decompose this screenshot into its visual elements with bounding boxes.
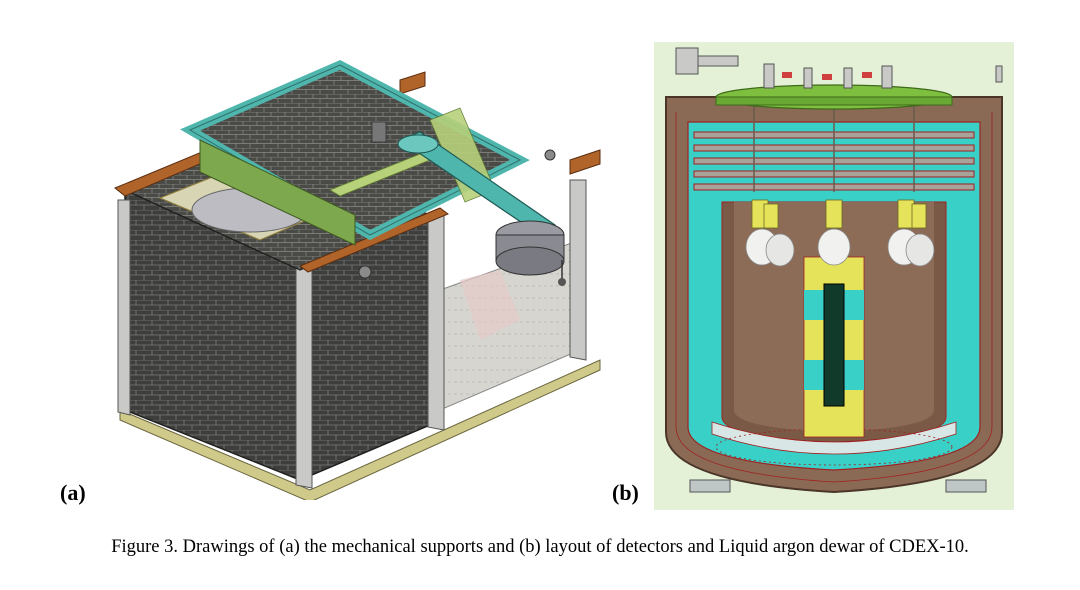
figure-panel-b (654, 42, 1014, 510)
panel-a-label: (a) (60, 480, 86, 505)
dewar-layout-drawing (654, 42, 1014, 510)
figure-panel-a (100, 40, 620, 500)
mechanical-supports-drawing (114, 60, 601, 500)
panel-b-label: (b) (612, 480, 639, 505)
figure-caption: Figure 3. Drawings of (a) the mechanical… (111, 537, 969, 557)
